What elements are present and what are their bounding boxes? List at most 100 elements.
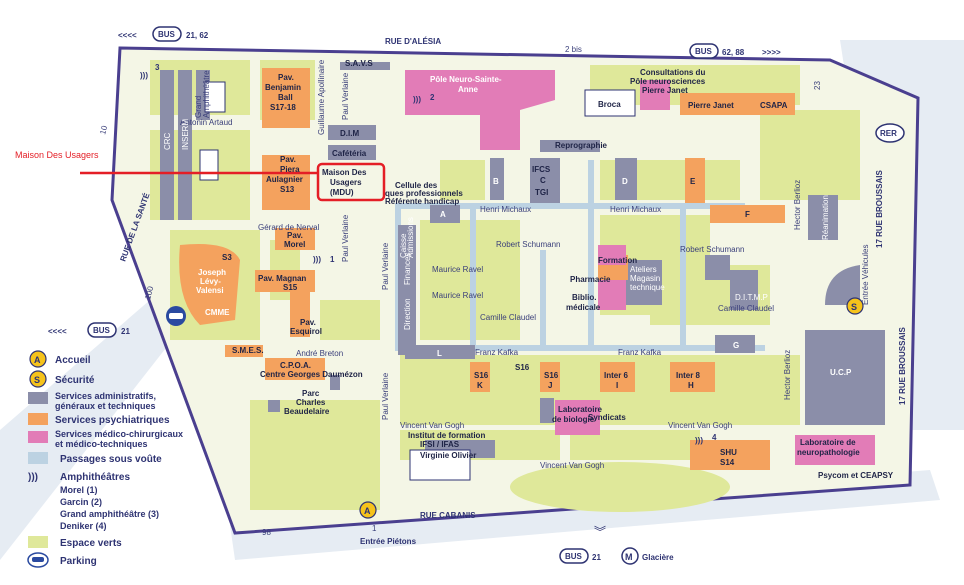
label-gerard: Gérard de Nerval [258, 223, 320, 232]
building-dim [328, 125, 376, 140]
label-apollinaire: Guillaume Apollinaire [317, 59, 326, 135]
label-institut-1: Institut de formation [408, 431, 485, 440]
label-mdu-1: Maison Des [322, 168, 367, 177]
street-number-2bis: 2 bis [565, 45, 582, 54]
label-ateliers-1: Ateliers [630, 265, 657, 274]
legend-amphi-item-4: Deniker (4) [60, 521, 107, 531]
building-pav-morel [275, 228, 315, 250]
label-d: D [622, 177, 628, 186]
label-parc-3: Beaudelaire [284, 407, 330, 416]
amphi-icon: ))) [413, 95, 421, 104]
label-labo-bio-2: de biologie [552, 415, 595, 424]
label-ifcs-3: TGI [535, 188, 548, 197]
label-grand-amphi-1: Grand [194, 96, 203, 118]
mdu-highlight-label: Maison Des Usagers [15, 150, 99, 160]
label-broca: Broca [598, 100, 621, 109]
building-joseph-levy-valensi [179, 244, 240, 325]
building-l [405, 345, 475, 359]
label-ateliers-2: Magasin [630, 274, 660, 283]
label-vincent-3: Vincent Van Gogh [540, 461, 604, 470]
label-hector-berlioz-2: Hector Berlioz [783, 350, 792, 400]
legend-admin-2: généraux et techniques [55, 401, 156, 411]
label-dim: D.I.M [340, 129, 359, 138]
label-ucp: U.C.P [830, 368, 852, 377]
label-pav-esquirol-2: Esquirol [290, 327, 322, 336]
label-pharmacie: Pharmacie [570, 275, 611, 284]
label-consultations-2: Pôle neurosciences [630, 77, 706, 86]
label-pole-neuro-1: Pôle Neuro-Sainte- [430, 75, 502, 84]
label-maurice-ravel-1: Maurice Ravel [432, 265, 483, 274]
label-antonin: Antonin Artaud [180, 118, 232, 127]
street-number-1: 1 [372, 524, 377, 533]
building-s16j [540, 362, 560, 392]
building-virginie [409, 449, 471, 481]
label-ateliers-3: technique [630, 283, 665, 292]
building-biblio [598, 280, 626, 310]
entree-vehicules: Entrée Véhicules [861, 245, 870, 305]
label-inter8-1: Inter 8 [676, 371, 701, 380]
label-inserm: INSERM [181, 119, 190, 150]
building-white [204, 81, 226, 113]
label-virginie: Virginie Olivier [420, 451, 476, 460]
label-syndicats: Syndicats [588, 413, 626, 422]
label-pav-balint-2: Benjamin [265, 83, 301, 92]
label-franz-kafka-1: Franz Kafka [475, 348, 519, 357]
arrows-down-icon: ︾ [594, 525, 606, 539]
label-franz-kafka-2: Franz Kafka [618, 348, 662, 357]
building-hector-dome [825, 265, 860, 305]
legend-psy: Services psychiatriques [55, 415, 170, 426]
label-cmme: CMME [205, 308, 230, 317]
label-formation: Formation [598, 256, 637, 265]
label-camille-1: Camille Claudel [480, 313, 536, 322]
label-pav-balint-4: S17-18 [270, 103, 296, 112]
label-finances: Finances [403, 253, 412, 285]
rer-icon [875, 123, 905, 143]
bus-icon-label: BUS [695, 47, 713, 56]
label-joseph-3: Valensi [196, 286, 224, 295]
amphi-markers: ))) 1 ))) 2 ))) 3 ))) 4 [140, 63, 717, 445]
building-ditmp-2 [705, 255, 730, 280]
building-syndicats [540, 398, 554, 423]
legend-espace-verts: Espace verts [60, 538, 122, 549]
label-pav-piera-1: Pav. [280, 155, 296, 164]
label-henri-michaux-2: Henri Michaux [610, 205, 661, 214]
building-labels: S.A.V.S Pôle Neuro-Sainte- Anne Consulta… [163, 59, 894, 480]
legend-medico-swatch [28, 431, 48, 443]
car-icon [169, 313, 183, 319]
label-shu-2: S14 [720, 458, 735, 467]
label-csapa: CSAPA [760, 101, 788, 110]
legend-psy-swatch [28, 413, 48, 425]
label-pav-balint-3: Ball [278, 93, 293, 102]
legend-admin-1: Services administratifs, [55, 391, 156, 401]
label-pav-piera-3: Aulagnier [266, 175, 303, 184]
building-cafeteria [328, 145, 376, 160]
building-csapa [755, 93, 795, 115]
legend-passages-swatch [28, 452, 48, 464]
label-b: B [493, 177, 499, 186]
building-pole-neuro [405, 70, 555, 150]
green-area [320, 300, 380, 340]
label-labo-bio-1: Laboratoire [558, 405, 603, 414]
label-s16k-1: S16 [474, 371, 489, 380]
legend-amphi-icon: ))) [28, 472, 38, 483]
label-inter6-2: I [616, 381, 618, 390]
psy-buildings [179, 68, 795, 470]
label-reprographie: Reprographie [555, 141, 608, 150]
passage [680, 203, 686, 351]
building-consultations [640, 80, 670, 110]
label-cellule-3: Référente handicap [385, 197, 459, 206]
building-e [685, 158, 705, 203]
label-reanimation: Réanimation [821, 195, 830, 240]
building-pav-esquirol [290, 292, 310, 337]
label-grand-amphi-2: Amphithéâtre [202, 70, 211, 118]
amphi-number-4: 4 [712, 433, 717, 442]
building-white [199, 149, 219, 181]
building-broca [584, 89, 636, 117]
amphi-number-2: 2 [430, 93, 435, 102]
label-pole-neuro-2: Anne [458, 85, 479, 94]
bus-line-bottom: 21 [592, 553, 601, 562]
building-small [268, 400, 280, 412]
label-pav-magnan-1: Pav. Magnan [258, 274, 306, 283]
label-ifcs-1: IFCS [532, 165, 551, 174]
legend-amphi-title: Amphithéâtres [60, 472, 130, 483]
